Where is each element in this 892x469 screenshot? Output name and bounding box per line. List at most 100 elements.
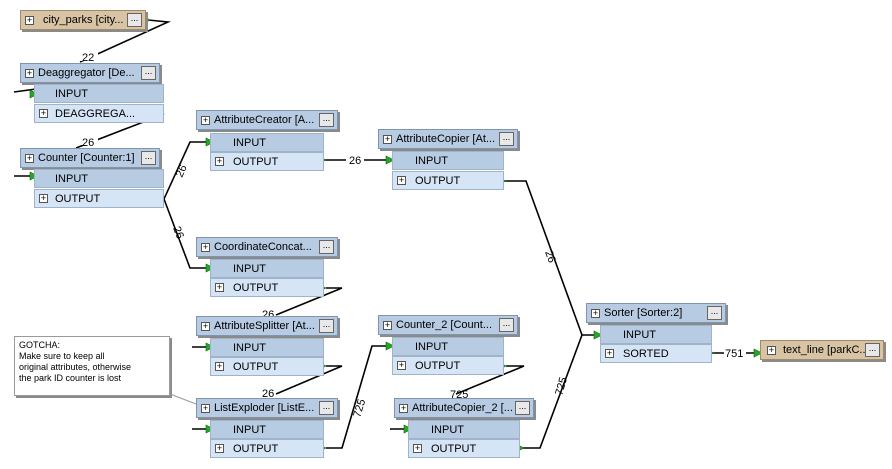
port-label: OUTPUT [431, 443, 477, 455]
expand-icon[interactable]: + [39, 108, 48, 118]
expand-icon[interactable]: + [201, 115, 210, 125]
port-input[interactable]: INPUT [210, 338, 324, 357]
more-button[interactable]: ... [127, 13, 142, 27]
more-button[interactable]: ... [515, 401, 530, 415]
expand-icon[interactable]: + [397, 360, 406, 370]
more-button[interactable]: ... [707, 306, 722, 320]
node-header[interactable]: + AttributeSplitter [At... ... [196, 316, 338, 336]
port-label: SORTED [623, 348, 669, 360]
port-label: INPUT [415, 155, 448, 167]
port-label: OUTPUT [233, 156, 279, 168]
more-button[interactable]: ... [319, 319, 334, 333]
expand-icon[interactable]: + [215, 361, 224, 371]
node-header[interactable]: + Counter [Counter:1] ... [20, 148, 160, 168]
expand-icon[interactable]: + [215, 156, 224, 166]
note-line: the park ID counter is lost [19, 373, 122, 383]
port-label: OUTPUT [415, 175, 461, 187]
expand-icon[interactable]: + [591, 308, 600, 318]
port-output[interactable]: + DEAGGREGA... [34, 104, 164, 123]
wire-label-sorter-to-writer: 751 [725, 348, 743, 360]
note-line: Make sure to keep all [19, 351, 105, 361]
port-output[interactable]: + OUTPUT [408, 439, 520, 458]
port-input[interactable]: INPUT [392, 337, 504, 356]
node-title: ListExploder [ListE... [214, 402, 315, 414]
node-header[interactable]: + AttributeCreator [A... ... [196, 110, 338, 130]
port-input[interactable]: INPUT [408, 420, 520, 439]
node-header[interactable]: + Counter_2 [Count... ... [378, 315, 518, 335]
node-header[interactable]: + text_line [parkC... ... [760, 340, 884, 360]
wire-label-explode-to-counter2: 725 [351, 398, 368, 419]
port-output[interactable]: + OUTPUT [34, 189, 164, 208]
node-title: text_line [parkC... [783, 344, 869, 356]
node-title: Counter_2 [Count... [396, 319, 493, 331]
port-label: OUTPUT [233, 282, 279, 294]
more-button[interactable]: ... [319, 113, 334, 127]
expand-icon[interactable]: + [201, 321, 210, 331]
expand-icon[interactable]: + [25, 153, 34, 163]
port-input[interactable]: INPUT [210, 259, 324, 278]
node-title: AttributeCopier [At... [396, 133, 496, 145]
expand-icon[interactable]: + [39, 193, 48, 203]
port-input[interactable]: INPUT [392, 151, 504, 170]
port-input[interactable]: INPUT [210, 133, 324, 152]
more-button[interactable]: ... [499, 132, 514, 146]
port-output[interactable]: + OUTPUT [210, 439, 324, 458]
expand-icon[interactable]: + [215, 443, 224, 453]
expand-icon[interactable]: + [767, 345, 776, 355]
expand-icon[interactable]: + [201, 242, 210, 252]
more-button[interactable]: ... [141, 151, 156, 165]
expand-icon[interactable]: + [605, 348, 614, 358]
node-header[interactable]: + city_parks [city... ... [20, 10, 146, 30]
port-input[interactable]: INPUT [34, 84, 164, 103]
node-title: city_parks [city... [43, 14, 124, 26]
more-button[interactable]: ... [865, 343, 880, 357]
expand-icon[interactable]: + [399, 403, 408, 413]
port-input[interactable]: INPUT [600, 325, 712, 344]
port-output[interactable]: + OUTPUT [210, 357, 324, 376]
port-output[interactable]: + OUTPUT [392, 356, 504, 375]
expand-icon[interactable]: + [383, 134, 392, 144]
expand-icon[interactable]: + [397, 175, 406, 185]
node-header[interactable]: + Deaggregator [De... ... [20, 63, 160, 83]
port-label: OUTPUT [415, 360, 461, 372]
node-title: Sorter [Sorter:2] [604, 307, 683, 319]
port-input[interactable]: INPUT [34, 169, 164, 188]
expand-icon[interactable]: + [215, 282, 224, 292]
port-label: OUTPUT [55, 193, 101, 205]
port-label: DEAGGREGA... [55, 108, 136, 120]
port-label: INPUT [55, 88, 88, 100]
wire-counter-to-concat [163, 198, 212, 269]
node-header[interactable]: + AttributeCopier [At... ... [378, 129, 518, 149]
node-title: CoordinateConcat... [214, 241, 312, 253]
note-pointer [169, 362, 197, 405]
port-output[interactable]: + OUTPUT [210, 152, 324, 171]
node-header[interactable]: + CoordinateConcat... ... [196, 237, 338, 257]
wire-deagg-in [13, 88, 37, 93]
node-title: AttributeSplitter [At... [214, 320, 315, 332]
wire-label-copier2-to-sorter: 725 [553, 376, 570, 397]
expand-icon[interactable]: + [383, 320, 392, 330]
port-output[interactable]: + OUTPUT [392, 171, 504, 190]
more-button[interactable]: ... [319, 401, 334, 415]
more-button[interactable]: ... [319, 240, 334, 254]
port-output[interactable]: + OUTPUT [210, 278, 324, 297]
note-line: original attributes, otherwise [19, 362, 132, 372]
node-header[interactable]: + Sorter [Sorter:2] ... [586, 303, 726, 323]
port-input[interactable]: INPUT [210, 420, 324, 439]
more-button[interactable]: ... [141, 66, 156, 80]
node-header[interactable]: + AttributeCopier_2 [... ... [394, 398, 534, 418]
expand-icon[interactable]: + [201, 403, 210, 413]
port-output[interactable]: + SORTED [600, 344, 712, 363]
node-title: AttributeCopier_2 [... [412, 402, 513, 414]
expand-icon[interactable]: + [25, 68, 34, 78]
expand-icon[interactable]: + [413, 443, 422, 453]
port-label: INPUT [415, 341, 448, 353]
expand-icon[interactable]: + [25, 15, 34, 25]
node-title: Deaggregator [De... [38, 67, 135, 79]
more-button[interactable]: ... [499, 318, 514, 332]
node-header[interactable]: + ListExploder [ListE... ... [196, 398, 338, 418]
annotation-note[interactable]: GOTCHA: Make sure to keep all original a… [14, 336, 170, 396]
port-label: INPUT [233, 137, 266, 149]
node-title: AttributeCreator [A... [214, 114, 315, 126]
